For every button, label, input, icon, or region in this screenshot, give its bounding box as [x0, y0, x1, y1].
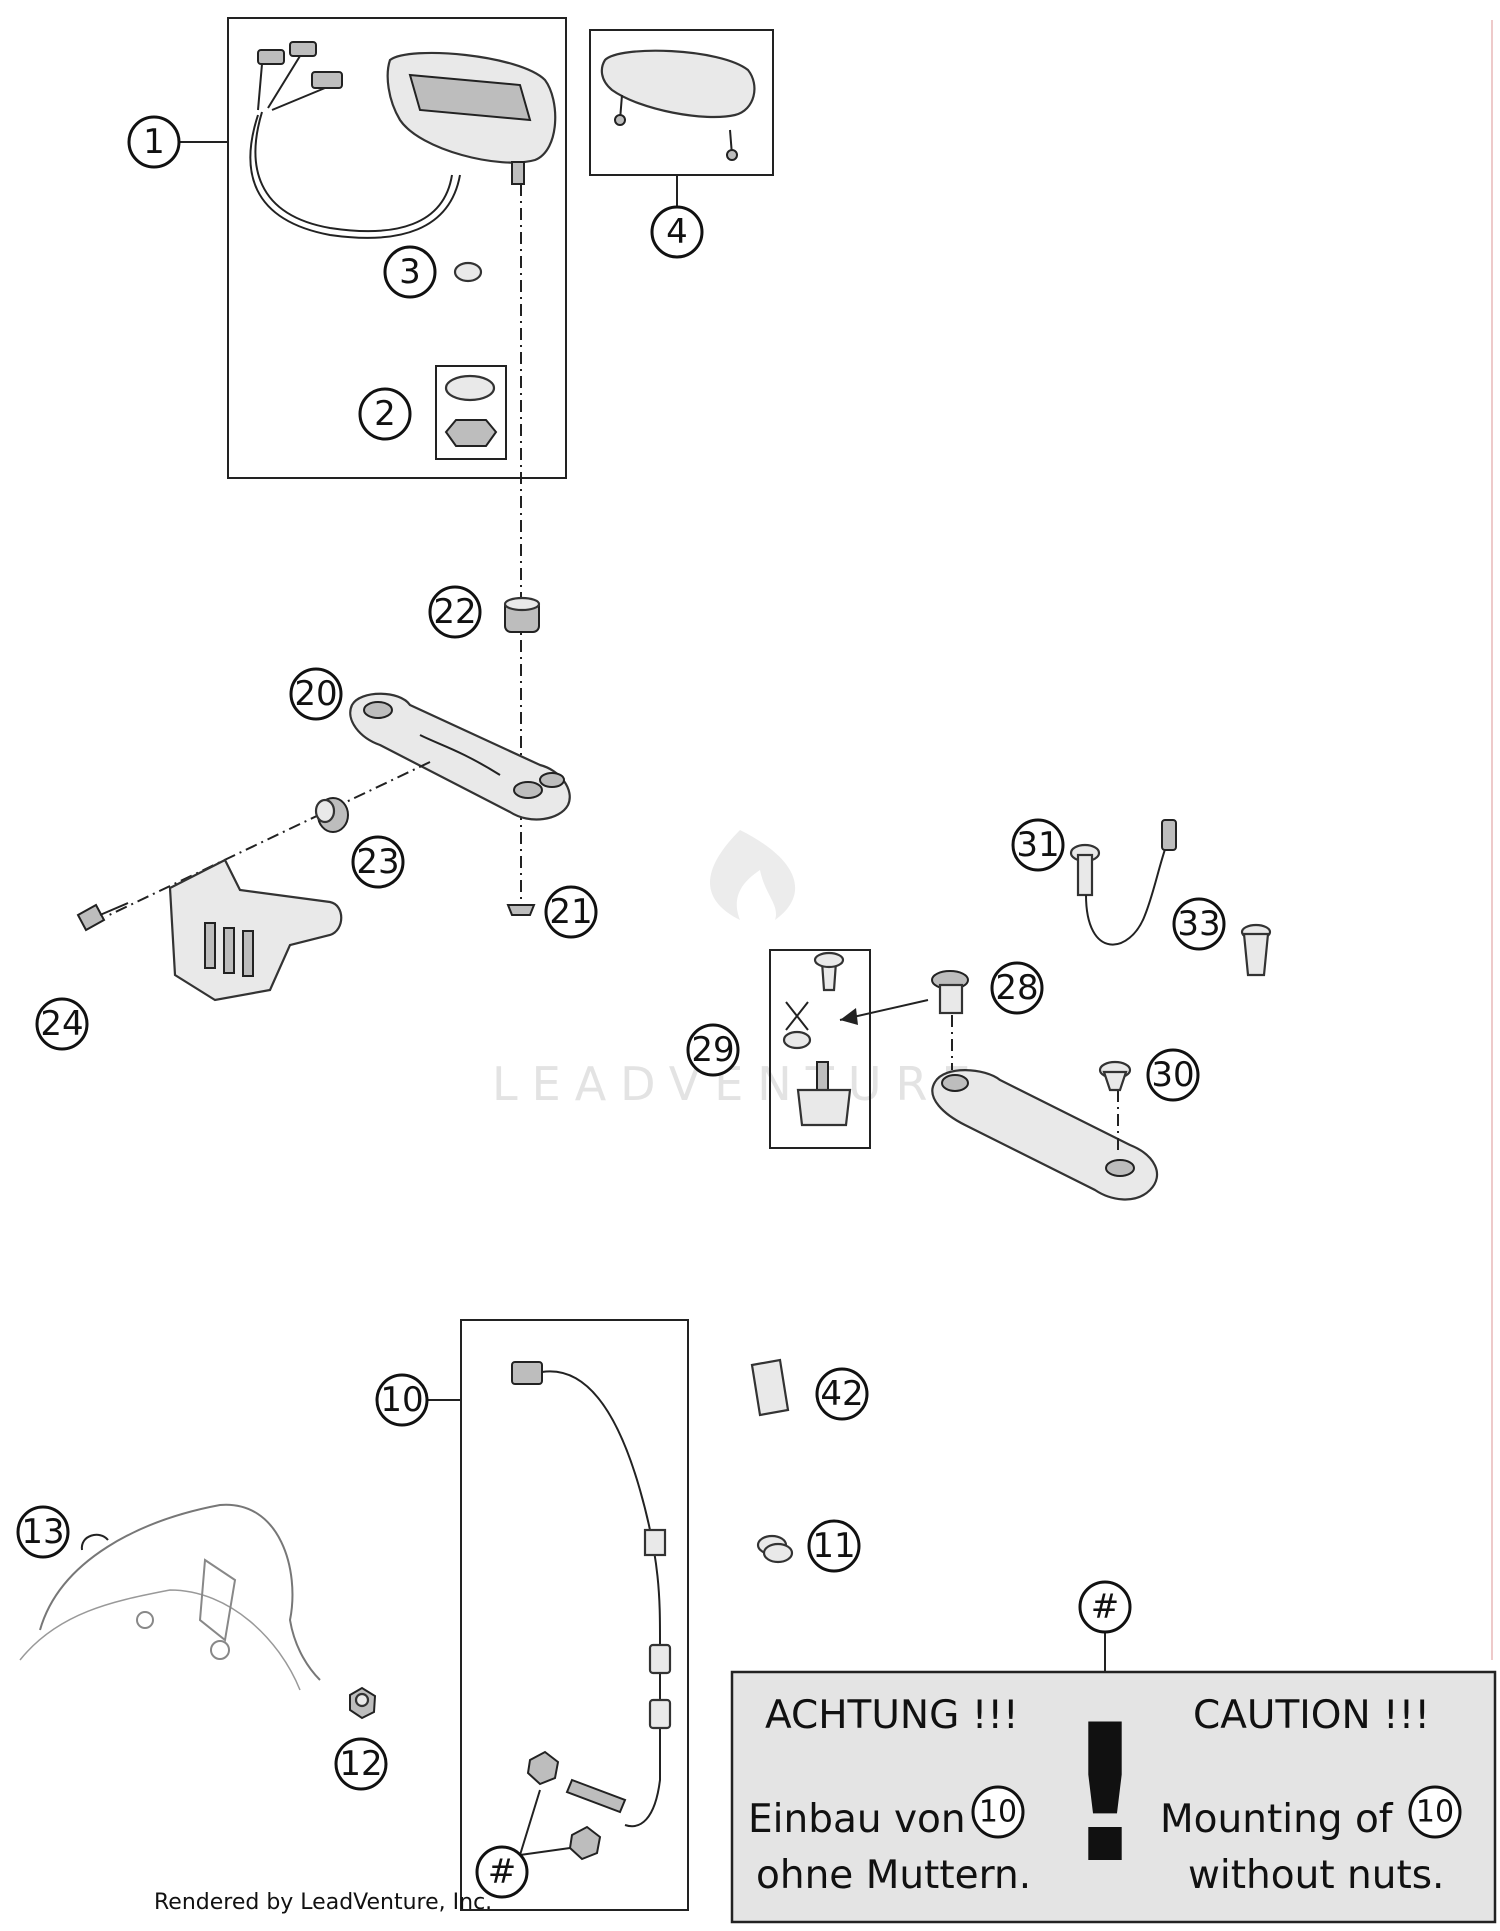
- note-en-title: CAUTION !!!: [1193, 1693, 1430, 1738]
- callout-2[interactable]: 2: [358, 387, 412, 441]
- callout-31[interactable]: 31: [1011, 818, 1065, 872]
- part-29-box: [769, 949, 871, 1149]
- part-33-plug: [1240, 923, 1272, 977]
- part-24-bracket: [168, 858, 343, 1002]
- exclamation-symbol: !: [1062, 1684, 1149, 1905]
- note-en-line2: without nuts.: [1188, 1853, 1444, 1898]
- leader-hash-nuts: [519, 1789, 571, 1856]
- part-42-clip: [750, 1358, 790, 1417]
- callout-13[interactable]: 13: [16, 1505, 70, 1559]
- callout-hash-note[interactable]: #: [1078, 1580, 1132, 1634]
- part-2-nut: [444, 419, 498, 447]
- part-31-sensor: [1069, 819, 1177, 946]
- svg-text:33: 33: [1177, 904, 1220, 944]
- svg-text:21: 21: [549, 892, 592, 932]
- part-21-screw: [506, 904, 536, 916]
- svg-text:2: 2: [374, 394, 396, 434]
- svg-text:29: 29: [691, 1030, 734, 1070]
- svg-text:10: 10: [1416, 1795, 1454, 1830]
- svg-text:4: 4: [666, 212, 688, 252]
- callout-4[interactable]: 4: [650, 205, 704, 259]
- note-en-ref-callout: 10: [1408, 1785, 1462, 1839]
- callout-28[interactable]: 28: [990, 961, 1044, 1015]
- svg-text:#: #: [1091, 1587, 1120, 1627]
- part-22-grommet: [503, 596, 541, 633]
- svg-text:23: 23: [356, 842, 399, 882]
- svg-text:28: 28: [995, 968, 1038, 1008]
- instrument-cluster: [249, 41, 557, 239]
- svg-text:3: 3: [399, 252, 421, 292]
- part-11-clamp: [756, 1534, 794, 1564]
- callout-12[interactable]: 12: [334, 1737, 388, 1791]
- callout-1[interactable]: 1: [127, 115, 181, 169]
- part-29-contents: [782, 951, 852, 1127]
- part-12-nut: [349, 1686, 377, 1720]
- svg-text:22: 22: [433, 592, 476, 632]
- caution-note-box: [730, 1670, 1497, 1924]
- callout-29[interactable]: 29: [686, 1023, 740, 1077]
- part-20-holder: [349, 692, 571, 821]
- svg-text:20: 20: [294, 674, 337, 714]
- part-2-box: [435, 365, 507, 460]
- watermark-text: LEADVENTURE: [492, 1057, 985, 1111]
- callout-42[interactable]: 42: [815, 1367, 869, 1421]
- caution-note: ACHTUNG !!! Einbau von ohne Muttern. CAU…: [730, 1670, 1497, 1924]
- callout-24[interactable]: 24: [35, 997, 89, 1051]
- svg-text:24: 24: [40, 1004, 83, 1044]
- callout-3[interactable]: 3: [383, 245, 437, 299]
- note-de-ref-callout: 10: [971, 1785, 1025, 1839]
- flame-icon: [710, 830, 796, 920]
- part-10-nuts: [526, 1750, 602, 1861]
- callout-22[interactable]: 22: [428, 585, 482, 639]
- part-10-box: [460, 1319, 689, 1911]
- svg-text:13: 13: [21, 1512, 64, 1552]
- part-4-box: [589, 29, 774, 176]
- note-de-line1: Einbau von: [748, 1797, 966, 1842]
- engine-cover-outline: [19, 1503, 321, 1691]
- part-30-holder: [931, 1069, 1159, 1201]
- callout-30[interactable]: 30: [1146, 1048, 1200, 1102]
- footer-credit: Rendered by LeadVenture, Inc.: [154, 1890, 493, 1915]
- svg-text:42: 42: [820, 1374, 863, 1414]
- cluster-box: [227, 17, 567, 479]
- svg-text:1: 1: [143, 122, 165, 162]
- callout-hash-nuts[interactable]: #: [475, 1845, 529, 1899]
- svg-text:#: #: [488, 1852, 517, 1892]
- callout-10[interactable]: 10: [375, 1373, 429, 1427]
- part-13-ring: [80, 1533, 109, 1551]
- part-24-bolt: [76, 902, 129, 932]
- callout-33[interactable]: 33: [1172, 897, 1226, 951]
- part-30-cap: [1098, 1060, 1132, 1092]
- callout-11[interactable]: 11: [807, 1519, 861, 1573]
- note-de-title: ACHTUNG !!!: [765, 1693, 1019, 1738]
- note-en-line1: Mounting of: [1160, 1797, 1394, 1842]
- svg-text:10: 10: [979, 1795, 1017, 1830]
- callout-20[interactable]: 20: [289, 667, 343, 721]
- part-23-grommet: [314, 797, 349, 833]
- part-2-seal: [444, 374, 496, 402]
- svg-text:11: 11: [812, 1526, 855, 1566]
- svg-text:30: 30: [1151, 1055, 1194, 1095]
- part-28-bushing: [931, 970, 969, 1015]
- arrowhead: [840, 1008, 858, 1025]
- part-4-cover: [600, 49, 756, 119]
- part-3-cap: [453, 261, 483, 283]
- callout-21[interactable]: 21: [544, 885, 598, 939]
- watermark: LEADVENTURE: [492, 830, 985, 1111]
- svg-text:12: 12: [339, 1744, 382, 1784]
- part-10-cable: [511, 1361, 672, 1828]
- svg-text:10: 10: [380, 1380, 423, 1420]
- note-de-line2: ohne Muttern.: [756, 1853, 1031, 1898]
- svg-text:31: 31: [1016, 825, 1059, 865]
- callout-23[interactable]: 23: [351, 835, 405, 889]
